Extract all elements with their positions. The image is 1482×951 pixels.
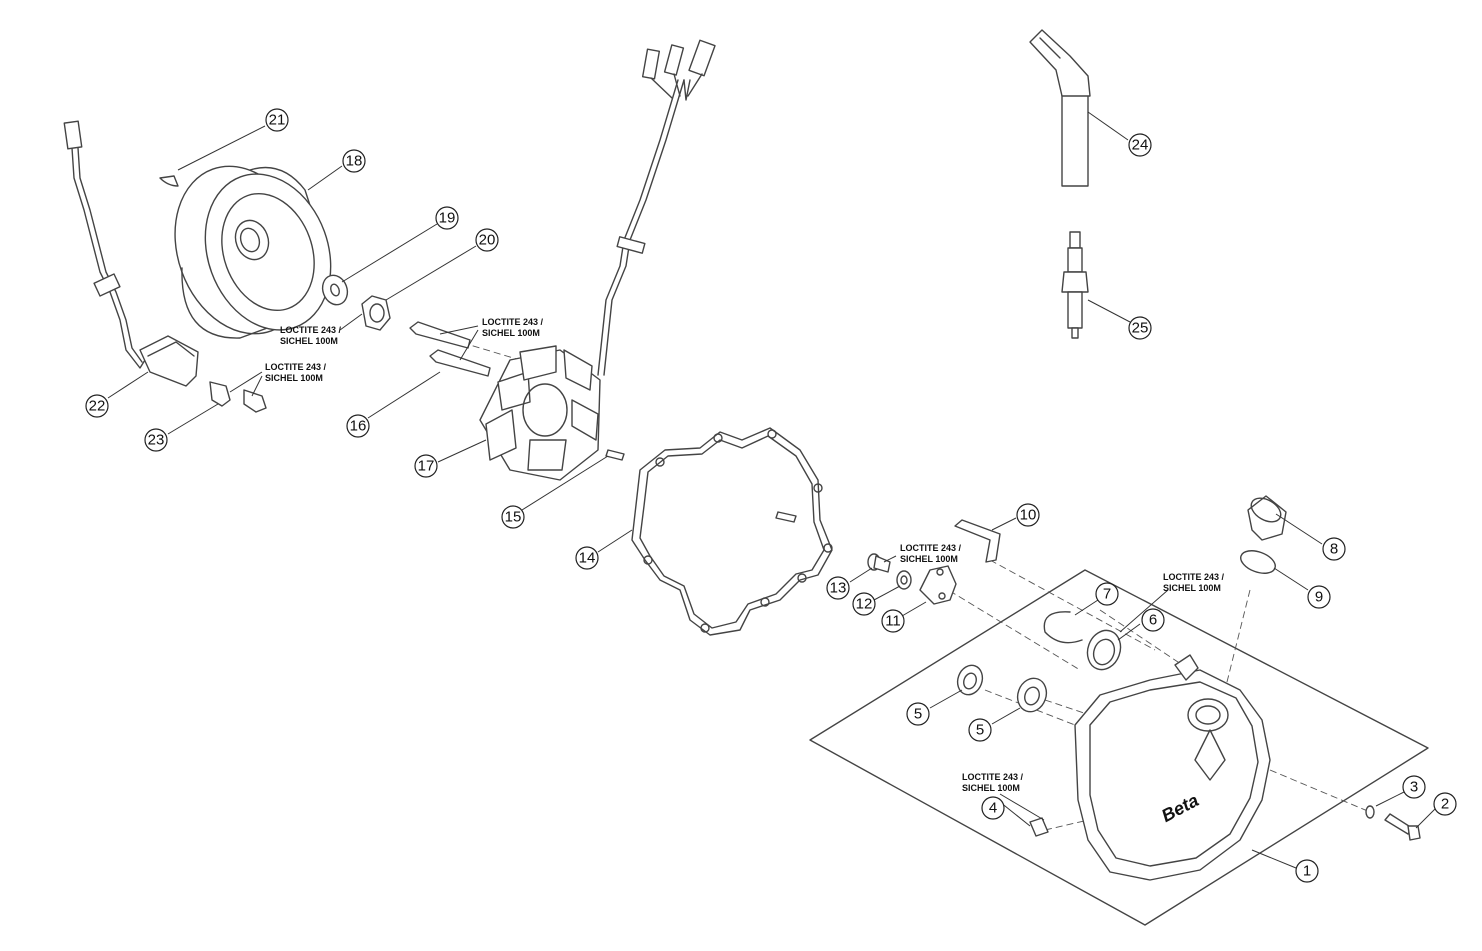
svg-text:SICHEL 100M: SICHEL 100M xyxy=(1163,583,1221,593)
svg-text:25: 25 xyxy=(1132,320,1149,337)
part-21-woodruff-key xyxy=(159,175,179,187)
callout-14: 14 xyxy=(575,546,599,570)
svg-text:SICHEL 100M: SICHEL 100M xyxy=(900,554,958,564)
loctite-note-cover: LOCTITE 243 / SICHEL 100M xyxy=(1163,572,1225,593)
part-15-dowel-pin xyxy=(605,449,625,461)
callout-21: 21 xyxy=(265,108,289,132)
svg-text:5: 5 xyxy=(914,706,922,723)
callout-20: 20 xyxy=(475,228,499,252)
part-6-seal xyxy=(1086,629,1122,671)
part-22-pickup-sensor xyxy=(63,120,199,387)
svg-text:9: 9 xyxy=(1315,589,1323,606)
callout-6: 6 xyxy=(1141,608,1165,632)
callout-16: 16 xyxy=(346,414,370,438)
part-14-gasket xyxy=(631,427,833,636)
loctite-note-23: LOCTITE 243 / SICHEL 100M xyxy=(229,362,327,397)
part-4-plug xyxy=(1029,817,1049,837)
svg-text:LOCTITE 243 /: LOCTITE 243 / xyxy=(900,543,962,553)
part-11-sensor-bracket xyxy=(919,565,957,605)
callout-22: 22 xyxy=(85,394,109,418)
cover-assembly-plane xyxy=(809,569,1429,926)
svg-text:2: 2 xyxy=(1441,796,1449,813)
svg-text:SICHEL 100M: SICHEL 100M xyxy=(962,783,1020,793)
svg-text:18: 18 xyxy=(346,153,363,170)
svg-text:LOCTITE 243 /: LOCTITE 243 / xyxy=(1163,572,1225,582)
svg-text:1: 1 xyxy=(1303,863,1311,880)
callout-8: 8 xyxy=(1322,537,1346,561)
svg-text:11: 11 xyxy=(885,613,901,630)
loctite-note-4: LOCTITE 243 / SICHEL 100M xyxy=(962,772,1024,793)
svg-text:22: 22 xyxy=(89,398,106,415)
callout-17: 17 xyxy=(414,454,438,478)
svg-text:8: 8 xyxy=(1330,541,1338,558)
callout-13: 13 xyxy=(826,576,850,600)
svg-text:14: 14 xyxy=(579,550,596,567)
svg-text:15: 15 xyxy=(505,509,522,526)
part-24-spark-plug-cap xyxy=(1029,29,1091,187)
svg-text:5: 5 xyxy=(976,722,984,739)
svg-text:24: 24 xyxy=(1132,137,1149,154)
part-9-o-ring xyxy=(1240,550,1276,574)
callout-12: 12 xyxy=(852,592,876,616)
part-16-screws xyxy=(409,321,491,377)
callout-1: 1 xyxy=(1295,859,1319,883)
callout-25: 25 xyxy=(1128,316,1152,340)
part-13-screw xyxy=(867,553,891,573)
leader-lines xyxy=(107,111,1437,869)
callout-2: 2 xyxy=(1433,792,1457,816)
part-17-stator xyxy=(479,39,716,481)
svg-text:21: 21 xyxy=(269,112,286,129)
loctite-note-16: LOCTITE 243 / SICHEL 100M xyxy=(439,317,544,361)
callout-10: 10 xyxy=(1016,503,1040,527)
svg-text:13: 13 xyxy=(830,580,847,597)
callout-23: 23 xyxy=(144,428,168,452)
part-8-filler-cap xyxy=(1247,495,1287,541)
svg-text:17: 17 xyxy=(418,458,435,475)
part-7-circlip xyxy=(1043,611,1083,644)
svg-text:12: 12 xyxy=(856,596,873,613)
svg-text:LOCTITE 243 /: LOCTITE 243 / xyxy=(482,317,544,327)
loctite-note-20: LOCTITE 243 / SICHEL 100M xyxy=(280,313,363,346)
svg-text:LOCTITE 243 /: LOCTITE 243 / xyxy=(280,325,342,335)
callout-9: 9 xyxy=(1307,585,1331,609)
part-5-bearing-a xyxy=(956,664,984,696)
callout-4: 4 xyxy=(981,796,1005,820)
part-5-bearing-b xyxy=(1016,677,1048,713)
callout-11: 11 xyxy=(881,609,905,633)
svg-text:23: 23 xyxy=(148,432,165,449)
svg-text:20: 20 xyxy=(479,232,496,249)
svg-text:LOCTITE 243 /: LOCTITE 243 / xyxy=(962,772,1024,782)
svg-text:16: 16 xyxy=(350,418,367,435)
callout-5a: 5 xyxy=(906,702,930,726)
svg-text:6: 6 xyxy=(1149,612,1157,629)
part-19-washer xyxy=(321,274,349,306)
callout-15: 15 xyxy=(501,505,525,529)
loctite-note-13: LOCTITE 243 / SICHEL 100M xyxy=(883,543,962,564)
svg-text:SICHEL 100M: SICHEL 100M xyxy=(280,336,338,346)
svg-text:19: 19 xyxy=(439,210,456,227)
callout-24: 24 xyxy=(1128,133,1152,157)
part-25-spark-plug xyxy=(1061,231,1089,339)
part-23-bolts xyxy=(209,381,267,413)
svg-text:SICHEL 100M: SICHEL 100M xyxy=(265,373,323,383)
part-10-bracket xyxy=(954,519,1001,563)
part-12-bushing xyxy=(896,570,912,590)
part-2-bolt xyxy=(1384,813,1421,841)
part-20-nut xyxy=(361,295,391,331)
svg-text:SICHEL 100M: SICHEL 100M xyxy=(482,328,540,338)
svg-text:10: 10 xyxy=(1020,507,1037,524)
svg-text:4: 4 xyxy=(989,800,997,817)
callout-3: 3 xyxy=(1402,775,1426,799)
svg-text:LOCTITE 243 /: LOCTITE 243 / xyxy=(265,362,327,372)
callout-19: 19 xyxy=(435,206,459,230)
part-3-washer xyxy=(1365,805,1375,819)
svg-text:3: 3 xyxy=(1410,779,1418,796)
callout-5b: 5 xyxy=(968,718,992,742)
callout-18: 18 xyxy=(342,149,366,173)
callout-7: 7 xyxy=(1095,582,1119,606)
part-1-ignition-cover: Beta xyxy=(1074,654,1271,881)
svg-text:7: 7 xyxy=(1103,586,1111,603)
part-18-flywheel xyxy=(174,165,332,339)
